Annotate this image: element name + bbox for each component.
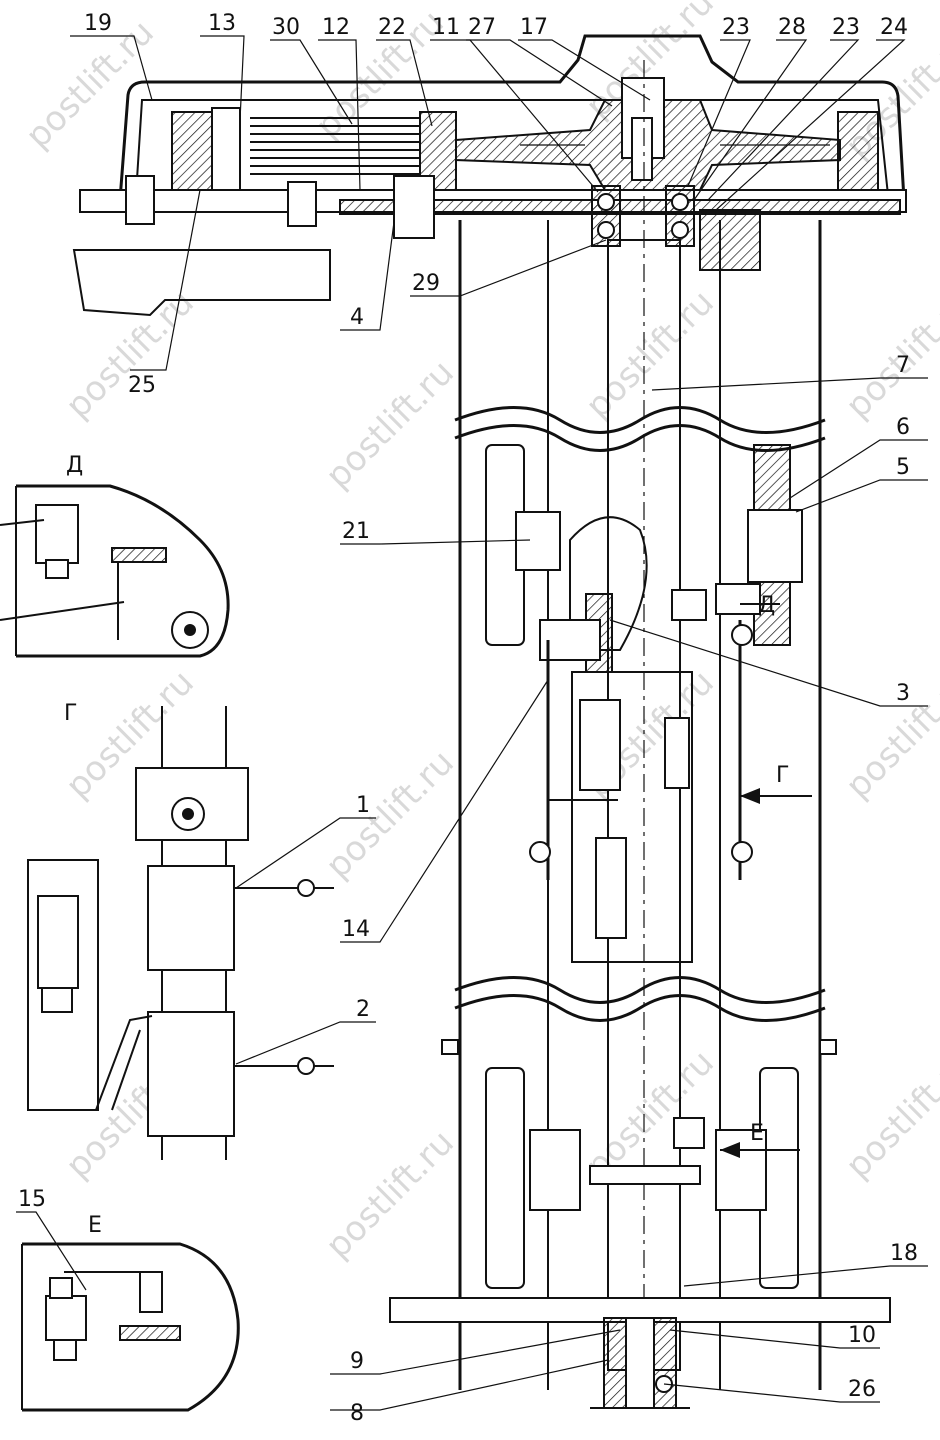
callout-17: 17 <box>520 15 548 40</box>
callout-27: 27 <box>468 15 496 40</box>
arrow-label-g: Г <box>776 763 789 788</box>
watermark: postlift.ru <box>318 1123 462 1267</box>
callout-10: 10 <box>848 1323 876 1348</box>
arrow-label-d: Д <box>758 593 775 618</box>
view-d <box>0 484 230 658</box>
callout-23-a: 23 <box>722 15 750 40</box>
disc-stack <box>250 117 420 175</box>
callout-5: 5 <box>896 455 910 480</box>
watermark: postlift.ru <box>318 743 462 887</box>
watermark: postlift.ru <box>838 1043 940 1187</box>
watermark: postlift.ru <box>578 1043 722 1187</box>
callout-11: 11 <box>432 15 460 40</box>
callout-15: 15 <box>18 1187 46 1212</box>
callout-21: 21 <box>342 519 370 544</box>
arrow-label-e: Е <box>750 1121 764 1146</box>
callout-4: 4 <box>350 305 364 330</box>
callout-13: 13 <box>208 11 236 36</box>
callout-26: 26 <box>848 1377 876 1402</box>
callout-28: 28 <box>778 15 806 40</box>
view-title-d: Д <box>66 453 83 478</box>
callout-30: 30 <box>272 15 300 40</box>
callout-24: 24 <box>880 15 908 40</box>
callout-numbers: 19 13 30 12 22 11 27 17 23 28 23 24 29 4… <box>18 11 918 1426</box>
watermark: postlift.ru <box>58 283 202 427</box>
callout-19: 19 <box>84 11 112 36</box>
leader-lines <box>16 35 928 1411</box>
callout-12: 12 <box>322 15 350 40</box>
callout-14: 14 <box>342 917 370 942</box>
top-cover-assembly <box>72 34 907 317</box>
callout-23-b: 23 <box>832 15 860 40</box>
watermark: postlift.ru <box>838 663 940 807</box>
view-e <box>21 1242 240 1412</box>
watermark: postlift.ru <box>578 283 722 427</box>
view-g <box>27 706 334 1160</box>
main-column <box>389 60 891 1410</box>
callout-29: 29 <box>412 271 440 296</box>
callout-8: 8 <box>350 1401 364 1426</box>
view-title-e: Е <box>88 1213 102 1238</box>
view-title-g: Г <box>64 701 77 726</box>
callout-3: 3 <box>896 681 910 706</box>
callout-7: 7 <box>896 353 910 378</box>
callout-22: 22 <box>378 15 406 40</box>
watermark: postlift.ru <box>318 353 462 497</box>
callout-2: 2 <box>356 997 370 1022</box>
callout-6: 6 <box>896 415 910 440</box>
watermark: postlift.ru <box>838 283 940 427</box>
callout-25: 25 <box>128 373 156 398</box>
callout-9: 9 <box>350 1349 364 1374</box>
view-arrows: Г Е Д <box>720 593 812 1158</box>
callout-1: 1 <box>356 793 370 818</box>
callout-18: 18 <box>890 1241 918 1266</box>
